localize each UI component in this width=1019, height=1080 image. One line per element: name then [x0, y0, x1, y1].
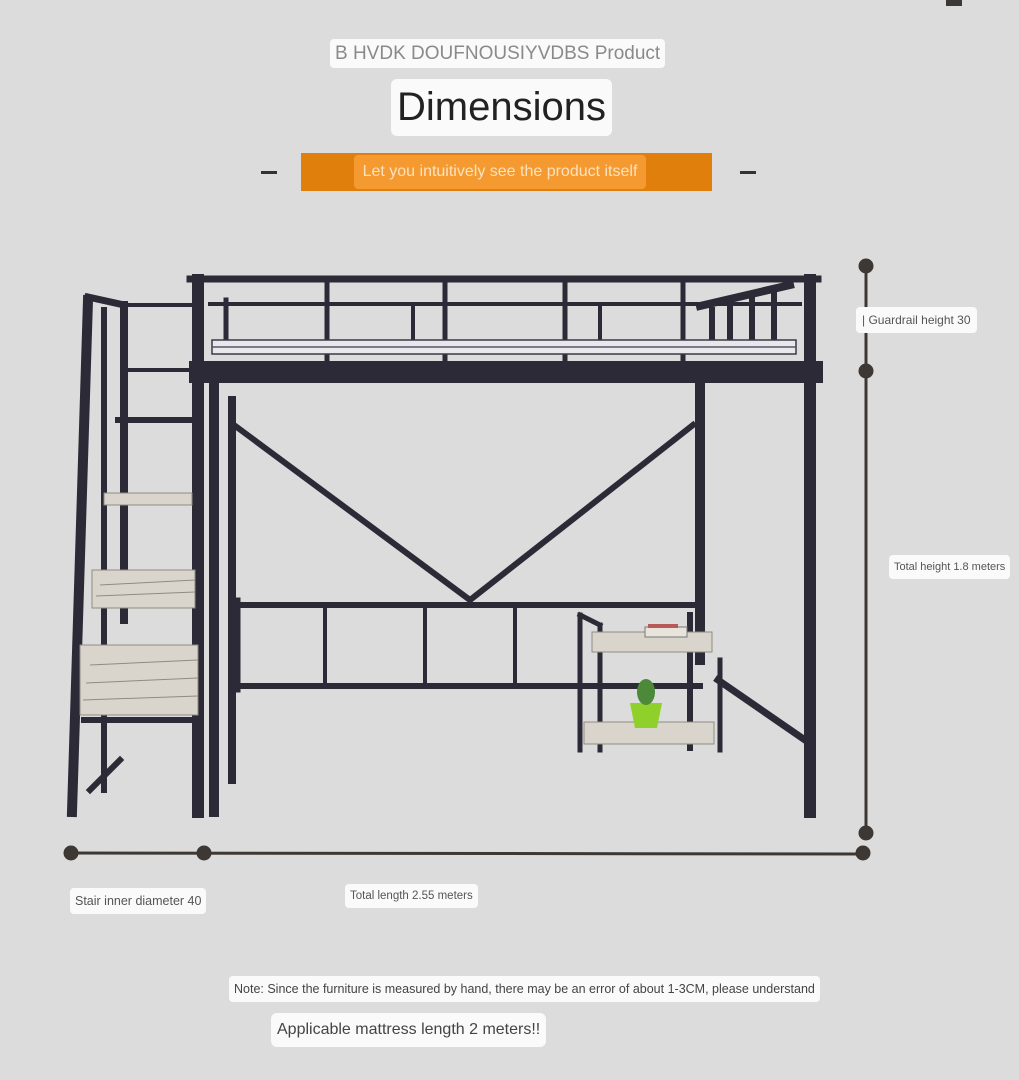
step-slat-lines: [82, 579, 199, 701]
shelves-and-steps: [79, 492, 715, 745]
stair-marker: [196, 845, 212, 861]
total-length-label: Total length 2.55 meters: [345, 884, 478, 908]
height-bottom-marker: [858, 825, 874, 841]
page-title: Dimensions: [391, 79, 612, 136]
guardrail-height-label: | Guardrail height 30: [856, 307, 977, 333]
length-left-marker: [63, 845, 79, 861]
mattress-note: Applicable mattress length 2 meters!!: [271, 1013, 547, 1047]
mattress: [211, 339, 797, 355]
total-height-label: Total height 1.8 meters: [889, 555, 1011, 579]
product-subtitle: B HVDK DOUFNOUSIYVDBS Product: [330, 39, 666, 68]
cactus: [637, 679, 655, 705]
guardrail-bottom-marker: [858, 363, 874, 379]
dimension-lines: [63, 258, 874, 861]
decor-items: [630, 624, 688, 728]
bed-frame: [66, 274, 823, 818]
height-top-marker: [858, 258, 874, 274]
corner-mark: [946, 0, 962, 6]
left-dash: [261, 171, 277, 174]
stair-diameter-label: Stair inner diameter 40: [70, 888, 207, 914]
banner-text: Let you intuitively see the product itse…: [354, 155, 646, 189]
length-right-marker: [855, 845, 871, 861]
measurement-note: Note: Since the furniture is measured by…: [229, 976, 820, 1002]
plant-pot: [630, 703, 662, 728]
right-dash: [740, 171, 756, 174]
